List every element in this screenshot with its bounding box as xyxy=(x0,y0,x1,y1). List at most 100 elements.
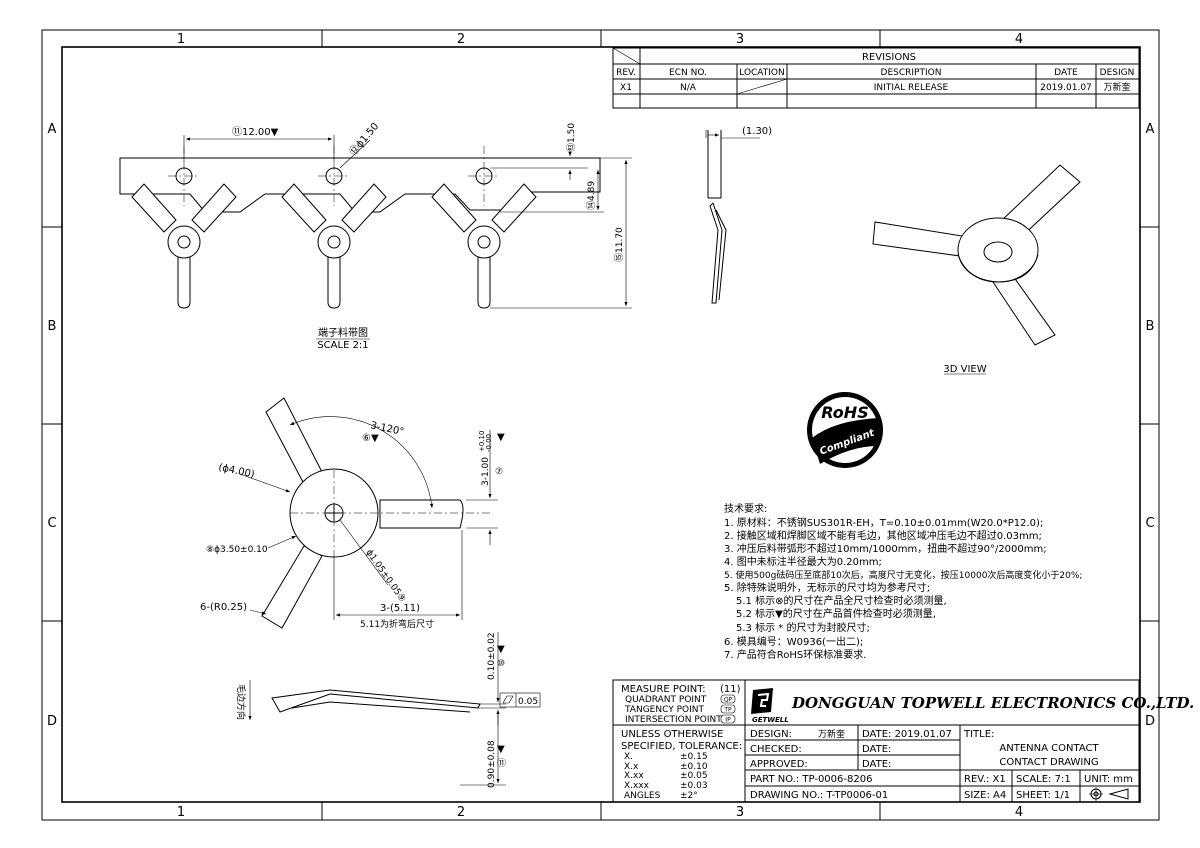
company-logo: GETWELL xyxy=(751,688,789,724)
zone-row-d-right: D xyxy=(1145,714,1155,729)
measure-point-label: MEASURE POINT: xyxy=(621,684,706,695)
unit-value: UNIT: mm xyxy=(1084,774,1133,785)
profile-thickness-code: ⑩ xyxy=(497,659,505,669)
notes-heading: 技术要求: xyxy=(724,502,767,515)
side-view-dim: (1.30) xyxy=(742,126,772,137)
note-item: 6. 模具编号：W0936(一出二); xyxy=(724,635,863,648)
rev-header-ecn: ECN NO. xyxy=(669,68,707,78)
profile-thickness-mark: ▼ xyxy=(497,644,505,655)
note-item: 5. 除特殊说明外，无标示的尺寸均为参考尺寸; xyxy=(724,581,930,594)
rohs-badge: RoHS Compliant xyxy=(807,392,883,468)
part-number: PART NO.: TP-0006-8206 xyxy=(750,774,872,785)
iso-view: 3D VIEW xyxy=(872,164,1081,375)
plan-inner-dia: ⑧ϕ3.50±0.10 xyxy=(206,545,268,555)
profile-burr-label: 毛边方向 xyxy=(235,684,247,720)
plan-angle-code: ⑥▼ xyxy=(362,433,379,444)
zone-col-4-top: 4 xyxy=(1015,32,1023,47)
tolerance-key: X.xxx xyxy=(624,781,650,791)
tolerance-value: ±0.15 xyxy=(680,752,708,762)
drawing-title-2: CONTACT DRAWING xyxy=(999,757,1098,768)
title-label: TITLE: xyxy=(963,729,994,740)
checked-label: CHECKED: xyxy=(750,744,802,755)
zone-row-a-right: A xyxy=(1146,122,1155,137)
revisions-title: REVISIONS xyxy=(862,52,916,63)
strip-view: ⑪12.00▼ ⑫ϕ1.50 ⑬1.50 ⑭4.89 ⑮11.70 端子料带图 … xyxy=(119,120,632,351)
strip-dim-1170: ⑮11.70 xyxy=(614,227,625,262)
revisions-table: REVISIONS REV. ECN NO. LOCATION DESCRIPT… xyxy=(612,47,1140,109)
tolerance-value: ±0.05 xyxy=(680,771,708,781)
tolerance-heading-1: UNLESS OTHERWISE xyxy=(621,729,723,740)
zone-col-4-bottom: 4 xyxy=(1015,805,1023,820)
tolerance-value: ±2° xyxy=(680,791,698,801)
profile-height: 0.90±0.08 xyxy=(487,740,497,788)
strip-hole-dim: ⑫ϕ1.50 xyxy=(347,120,381,157)
intersection-point-label: INTERSECTION POINT xyxy=(625,715,722,725)
strip-caption: 端子料带图 xyxy=(318,326,368,339)
plan-width-mark: ▼ xyxy=(497,432,505,443)
rev-header-date: DATE xyxy=(1054,68,1078,78)
drawing-number: DRAWING NO.: T-TP0006-01 xyxy=(750,790,888,801)
plan-width-tol-plus: +0.10 xyxy=(478,431,486,452)
projection-symbol-icon xyxy=(1089,787,1129,801)
company-name: DONGGUAN TOPWELL ELECTRONICS CO.,LTD. xyxy=(791,694,1194,712)
rev-row-design: 万新奎 xyxy=(1103,81,1130,93)
zone-col-2-top: 2 xyxy=(457,32,465,47)
tangency-point-label: TANGENCY POINT xyxy=(624,705,704,715)
plan-hole-dim: ϕ1.05±0.05⑨ xyxy=(364,548,408,604)
rev-row-rev: X1 xyxy=(620,83,632,93)
zone-labels: 1 2 3 4 1 2 3 4 A B C D A B C D xyxy=(47,32,1155,820)
rev-row-description: INITIAL RELEASE xyxy=(874,83,949,93)
measure-point-count: (11) xyxy=(720,684,741,695)
strip-dim-150: ⑬1.50 xyxy=(566,123,577,152)
note-item: 5.3 标示 * 的尺寸为封胶尺寸; xyxy=(736,621,870,634)
checked-date: DATE: xyxy=(862,744,891,755)
side-view: (1.30) xyxy=(705,126,772,304)
note-item: 3. 冲压后料带弧形不超过10mm/1000mm，扭曲不超过90°/2000mm… xyxy=(724,542,1047,555)
plan-width-code: ⑦ xyxy=(495,467,503,477)
scale-value: SCALE: 7:1 xyxy=(1016,774,1071,785)
quadrant-point-label: QUADRANT POINT xyxy=(625,695,707,705)
design-label: DESIGN: xyxy=(750,729,792,740)
note-item: 2. 接触区域和焊脚区域不能有毛边，其他区域冲压毛边不超过0.03mm; xyxy=(724,529,1042,542)
approved-date: DATE: xyxy=(862,759,891,770)
plan-radius: 6-(R0.25) xyxy=(200,602,247,613)
profile-height-mark: ▼ xyxy=(497,744,505,755)
strip-scale: SCALE 2:1 xyxy=(317,340,368,351)
quadrant-point-code: QP xyxy=(724,697,733,704)
logo-text: GETWELL xyxy=(752,716,789,724)
zone-row-a-left: A xyxy=(48,122,57,137)
title-block: MEASURE POINT: (11) QUADRANT POINT QP TA… xyxy=(612,679,1194,803)
plan-width-dim: 3-1.00 xyxy=(481,457,491,486)
profile-height-code: ⑪ xyxy=(497,758,506,769)
size-value: SIZE: A4 xyxy=(964,790,1006,801)
rev-header-location: LOCATION xyxy=(739,68,785,78)
zone-col-1-top: 1 xyxy=(177,32,185,47)
zone-row-d-left: D xyxy=(47,714,57,729)
profile-thickness: 0.10±0.02 xyxy=(487,632,497,680)
plan-length-note: 5.11为折弯后尺寸 xyxy=(360,618,434,630)
zone-row-b-right: B xyxy=(1146,319,1155,334)
design-value: 万新奎 xyxy=(818,728,845,740)
tolerance-heading-2: SPECIFIED, TOLERANCE: xyxy=(621,741,742,752)
tolerance-value: ±0.03 xyxy=(680,781,708,791)
note-item: 5.2 标示▼的尺寸在产品首件检查时必须测量, xyxy=(736,607,936,620)
drawing-title-1: ANTENNA CONTACT xyxy=(999,743,1099,754)
zone-col-1-bottom: 1 xyxy=(177,805,185,820)
plan-width-tol-minus: -0.00 xyxy=(485,434,493,452)
sheet-value: SHEET: 1/1 xyxy=(1016,790,1070,801)
note-item: 5.1 标示⊗的尺寸在产品全尺寸检查时必须测量, xyxy=(736,594,947,607)
approved-label: APPROVED: xyxy=(750,759,808,770)
rev-row-ecn: N/A xyxy=(680,83,697,93)
plan-outer-dia: (ϕ4.00) xyxy=(217,462,255,480)
technical-notes: 技术要求: 1. 原材料：不锈钢SUS301R-EH，T=0.10±0.01mm… xyxy=(724,502,1082,661)
tolerance-key: X.x xyxy=(624,762,639,772)
profile-flatness: 0.05 xyxy=(518,697,538,707)
plan-view: 3-120° ⑥▼ 3-1.00 +0.10 -0.00 ▼ ⑦ (ϕ4.00)… xyxy=(200,397,505,630)
profile-view: 毛边方向 0.10±0.02 ▼ ⑩ 0.05 0.90±0.08 ▼ ⑪ xyxy=(235,632,541,788)
design-date: DATE: 2019.01.07 xyxy=(862,729,952,740)
sheet-border xyxy=(41,29,1160,821)
rev-row-date: 2019.01.07 xyxy=(1040,83,1092,93)
tolerance-key: X. xyxy=(624,752,633,762)
note-item: 5. 使用500g砝码压至底部10次后，高度尺寸无变化，按压10000次后高度变… xyxy=(724,569,1082,581)
rev-header-design: DESIGN xyxy=(1100,68,1135,78)
